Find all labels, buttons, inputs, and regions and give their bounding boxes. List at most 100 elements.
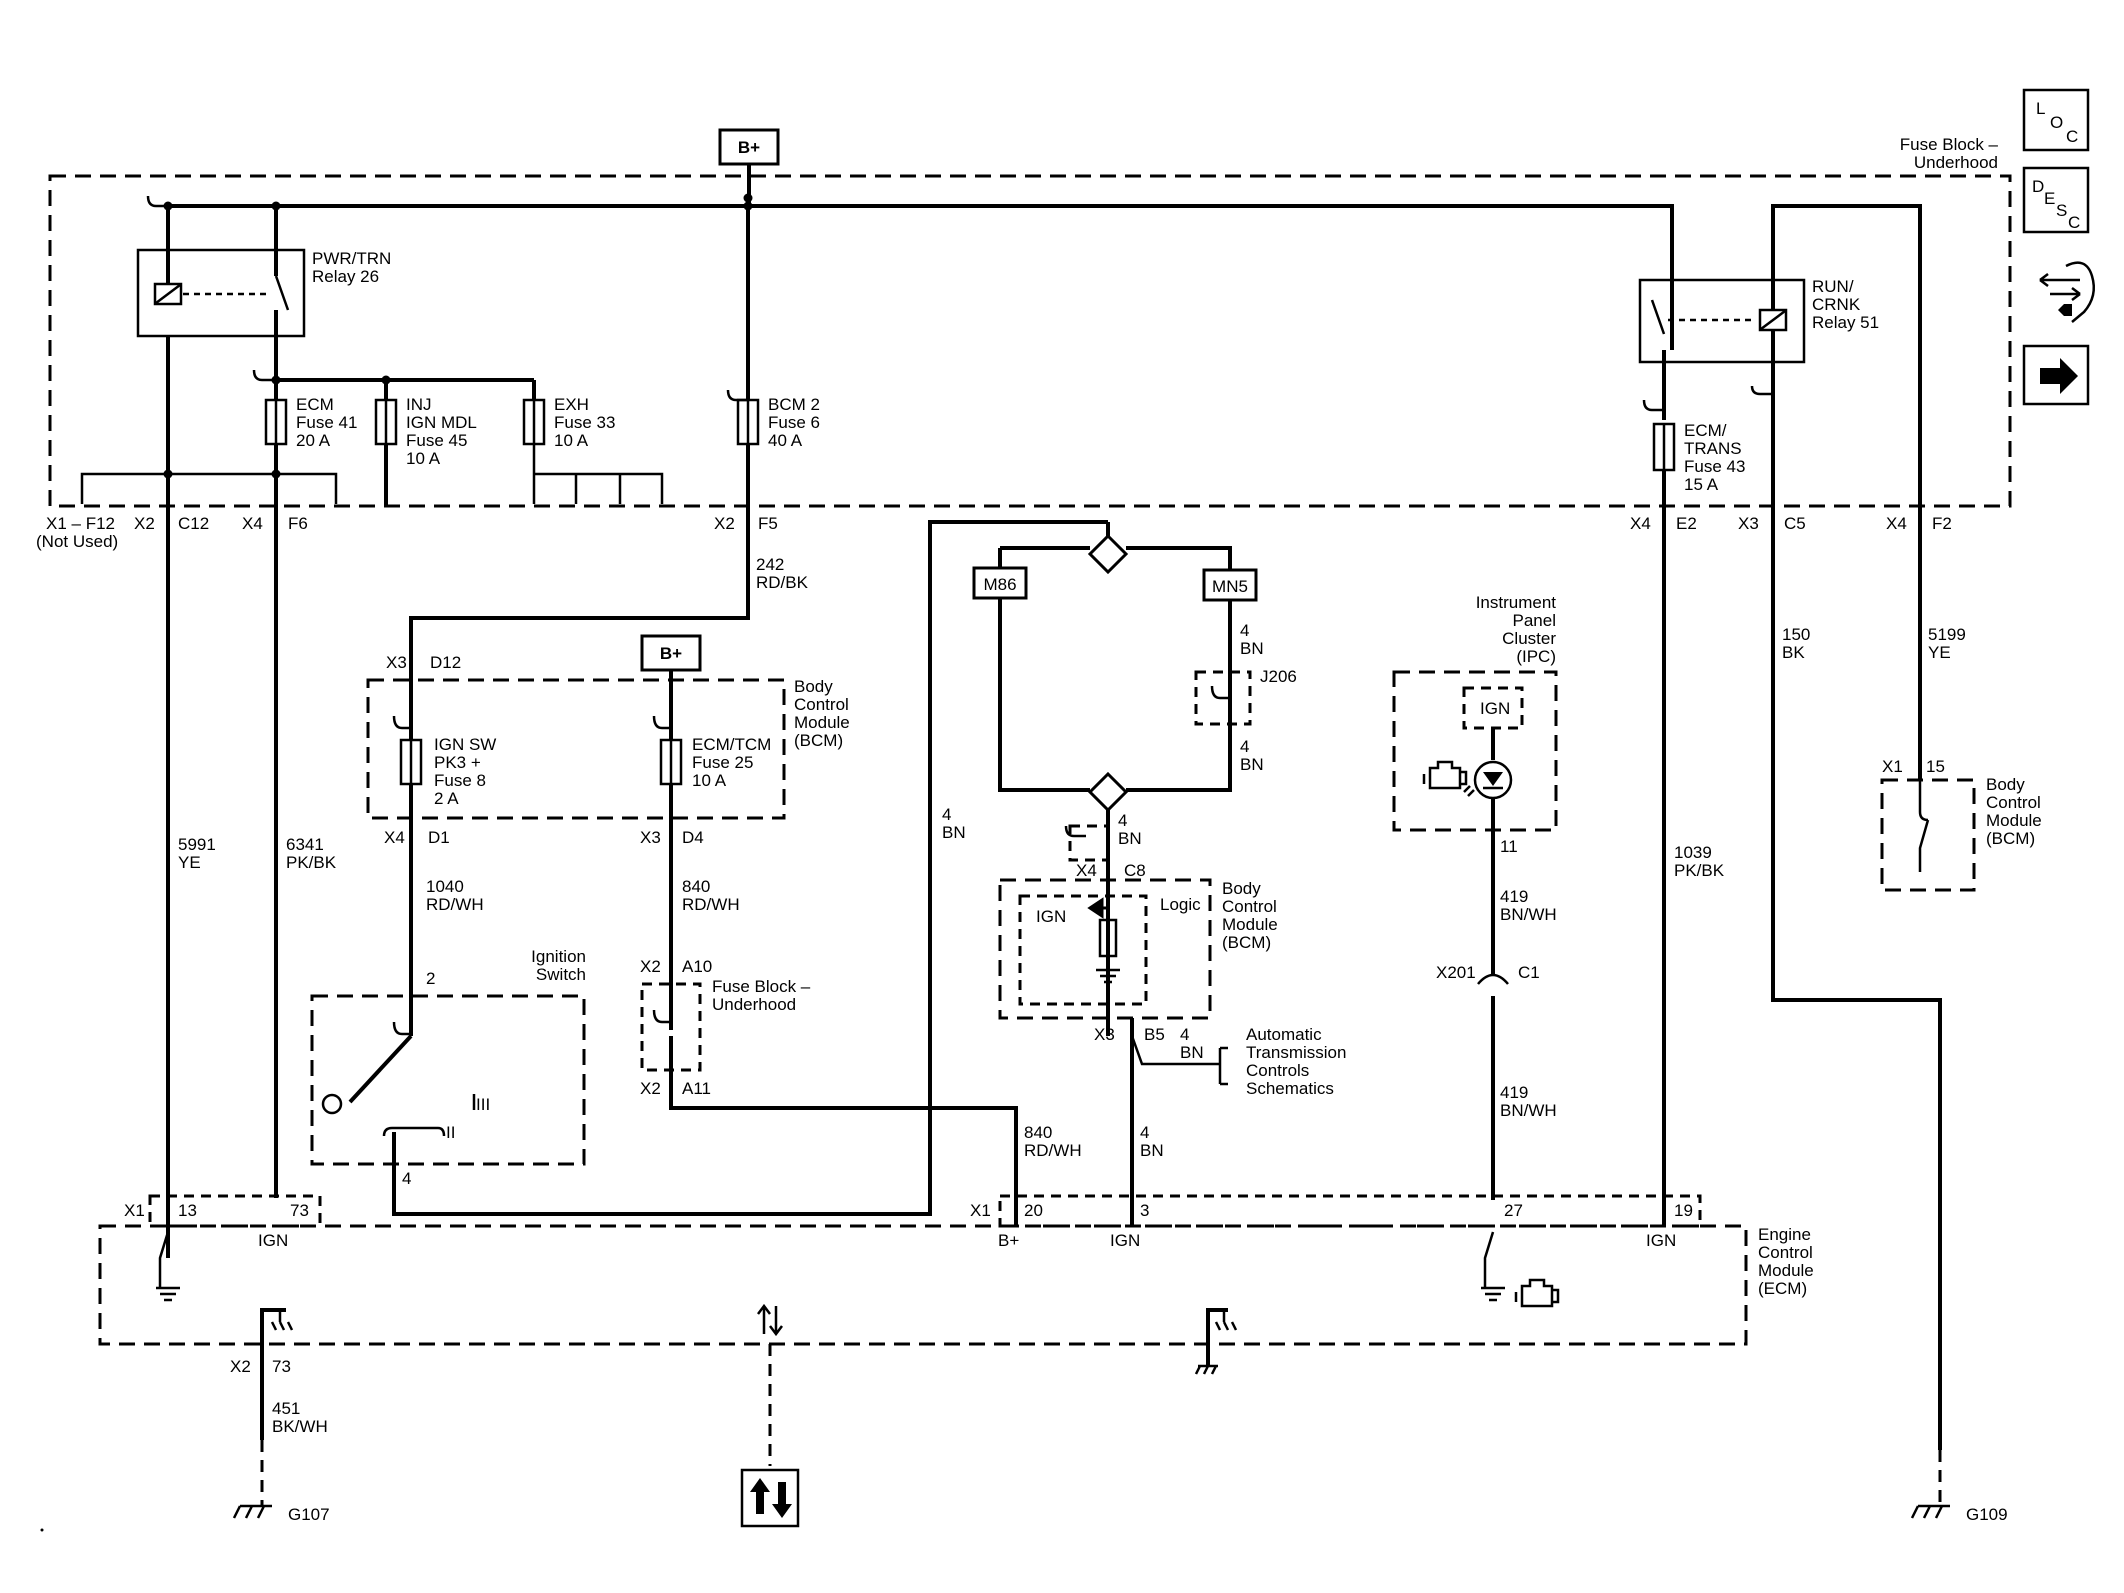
wire-label-419b-line-1: 419 — [1500, 1083, 1528, 1102]
splice-j206-label: J206 — [1260, 667, 1297, 686]
ecm-tcm-fuse-25-label-line-2: Fuse 25 — [692, 753, 753, 772]
ipc-ign-label: IGN — [1480, 699, 1510, 718]
conn-x3-a: X3 — [1738, 514, 1759, 533]
pwr-trn-relay-box — [136, 248, 306, 338]
wire-label-4bn-a-line-2: BN — [1240, 639, 1264, 658]
wire-label-150-line-1: 150 — [1782, 625, 1810, 644]
relay51-coil-hook — [1750, 385, 1773, 396]
data-link-up-down-icon — [757, 1303, 783, 1337]
fuse-block-small-hook — [652, 1009, 671, 1024]
fuse-block-small-label: Fuse Block –Underhood — [712, 977, 811, 1014]
ipc-lamp-diode — [1483, 772, 1503, 786]
exh-fuse-33-label-line-2: Fuse 33 — [554, 413, 615, 432]
relay26-bus-hook — [252, 369, 276, 382]
conn-e2: E2 — [1676, 514, 1697, 533]
wire-label-840a-line-2: RD/WH — [682, 895, 740, 914]
ecm-pin-20: 20 — [1024, 1201, 1043, 1220]
inj-ign-mdl-fuse-45-label-line-3: Fuse 45 — [406, 431, 467, 450]
x201-connector-symbol — [1477, 973, 1509, 985]
wire-label-4bn-c-line-2: BN — [1118, 829, 1142, 848]
ecm-tcm-fuse-25-label-line-1: ECM/TCM — [692, 735, 771, 754]
conn-x2-a10: X2 — [640, 957, 661, 976]
wire-label-4bn-f-line-1: 4 — [1140, 1123, 1149, 1142]
loc-c: C — [2066, 127, 2078, 146]
battery-bus-wire — [168, 204, 1674, 350]
bcm-b-label-line-2: Control — [1222, 897, 1277, 916]
wire-label-4bn-c-line-1: 4 — [1118, 811, 1127, 830]
bcm-c-label-line-3: Module — [1986, 811, 2042, 830]
conn-a11: A11 — [682, 1079, 711, 1098]
bcm-a-label-line-2: Control — [794, 695, 849, 714]
ecm-x2-73-wire — [260, 1308, 286, 1440]
loc-l: L — [2036, 99, 2045, 118]
bcm-a-label-line-1: Body — [794, 677, 833, 696]
wire-label-4bn-e-line-1: 4 — [1180, 1025, 1189, 1044]
ecm-pin-73: 73 — [290, 1201, 309, 1220]
conn-f5: F5 — [758, 514, 778, 533]
splice-m86-box — [972, 566, 1028, 600]
ecm-trans-fuse-43-label-line-1: ECM/ — [1684, 421, 1727, 440]
ign-switch-pos-ii: II — [446, 1123, 455, 1142]
ign-sw-fuse-8-label-line-4: 2 A — [434, 789, 459, 808]
bcm-c-label-line-4: (BCM) — [1986, 829, 2035, 848]
ipc-label-line-4: (IPC) — [1516, 647, 1556, 666]
inj-ign-mdl-fuse-45-label-line-4: 10 A — [406, 449, 441, 468]
pwr-trn-coil-slash — [155, 284, 181, 304]
atc-schematics-label-line-4: Schematics — [1246, 1079, 1334, 1098]
ecm-label-line-2: Control — [1758, 1243, 1813, 1262]
conn-x4-d1: X4 — [384, 828, 405, 847]
ign-switch-input-hook — [392, 1021, 411, 1036]
desc-c: C — [2068, 213, 2080, 232]
conn-x2-b: X2 — [714, 514, 735, 533]
relay51-output-hook — [1642, 399, 1664, 412]
wire-label-840b-line-1: 840 — [1024, 1123, 1052, 1142]
splice-m86-label: M86 — [983, 575, 1016, 594]
ecm-ign-pin-19: IGN — [1646, 1231, 1676, 1250]
desc-button[interactable]: D E S C — [2022, 166, 2090, 234]
bcm-logic-ground-icon — [1096, 956, 1120, 984]
run-crnk-relay-box — [1638, 278, 1806, 364]
wire-label-1040-line-2: RD/WH — [426, 895, 484, 914]
next-arrow-button[interactable] — [2022, 344, 2090, 406]
wire-label-419a-line-1: 419 — [1500, 887, 1528, 906]
bcm-fuse-module-outline — [366, 678, 786, 820]
engine-icon — [1422, 760, 1468, 790]
wire-label-4bn-f-line-2: BN — [1140, 1141, 1164, 1160]
conn-f6: F6 — [288, 514, 308, 533]
ign-sw-fuse-hook — [392, 715, 411, 730]
ecm-label-line-4: (ECM) — [1758, 1279, 1807, 1298]
loc-button[interactable]: L O C — [2022, 88, 2090, 152]
bcm-logic-input-hook — [1064, 825, 1086, 838]
data-link-button[interactable] — [740, 1468, 800, 1528]
connector-wrench-icon[interactable] — [2036, 261, 2095, 323]
wire-242-rd-bk — [409, 444, 750, 720]
conn-x201: X201 — [1436, 963, 1476, 982]
ign-sw-fuse-8-label-line-3: Fuse 8 — [434, 771, 486, 790]
conn-c5: C5 — [1784, 514, 1806, 533]
ignition-switch-label-line-1: Ignition — [531, 947, 586, 966]
ecm-connector-x1-left — [148, 1194, 322, 1228]
conn-x3-d12: X3 — [386, 653, 407, 672]
ecm-pin-13: 13 — [178, 1201, 197, 1220]
conn-x4-c8: X4 — [1076, 861, 1097, 880]
wire-840-rd-wh — [669, 784, 1018, 1198]
conn-d1: D1 — [428, 828, 450, 847]
ign-switch-blade — [348, 1034, 413, 1104]
fuse-block-underhood-title-line-2: Underhood — [1914, 153, 1998, 172]
ign-switch-pos-ii-contact — [382, 1126, 446, 1137]
conn-pin-15: 15 — [1926, 757, 1945, 776]
